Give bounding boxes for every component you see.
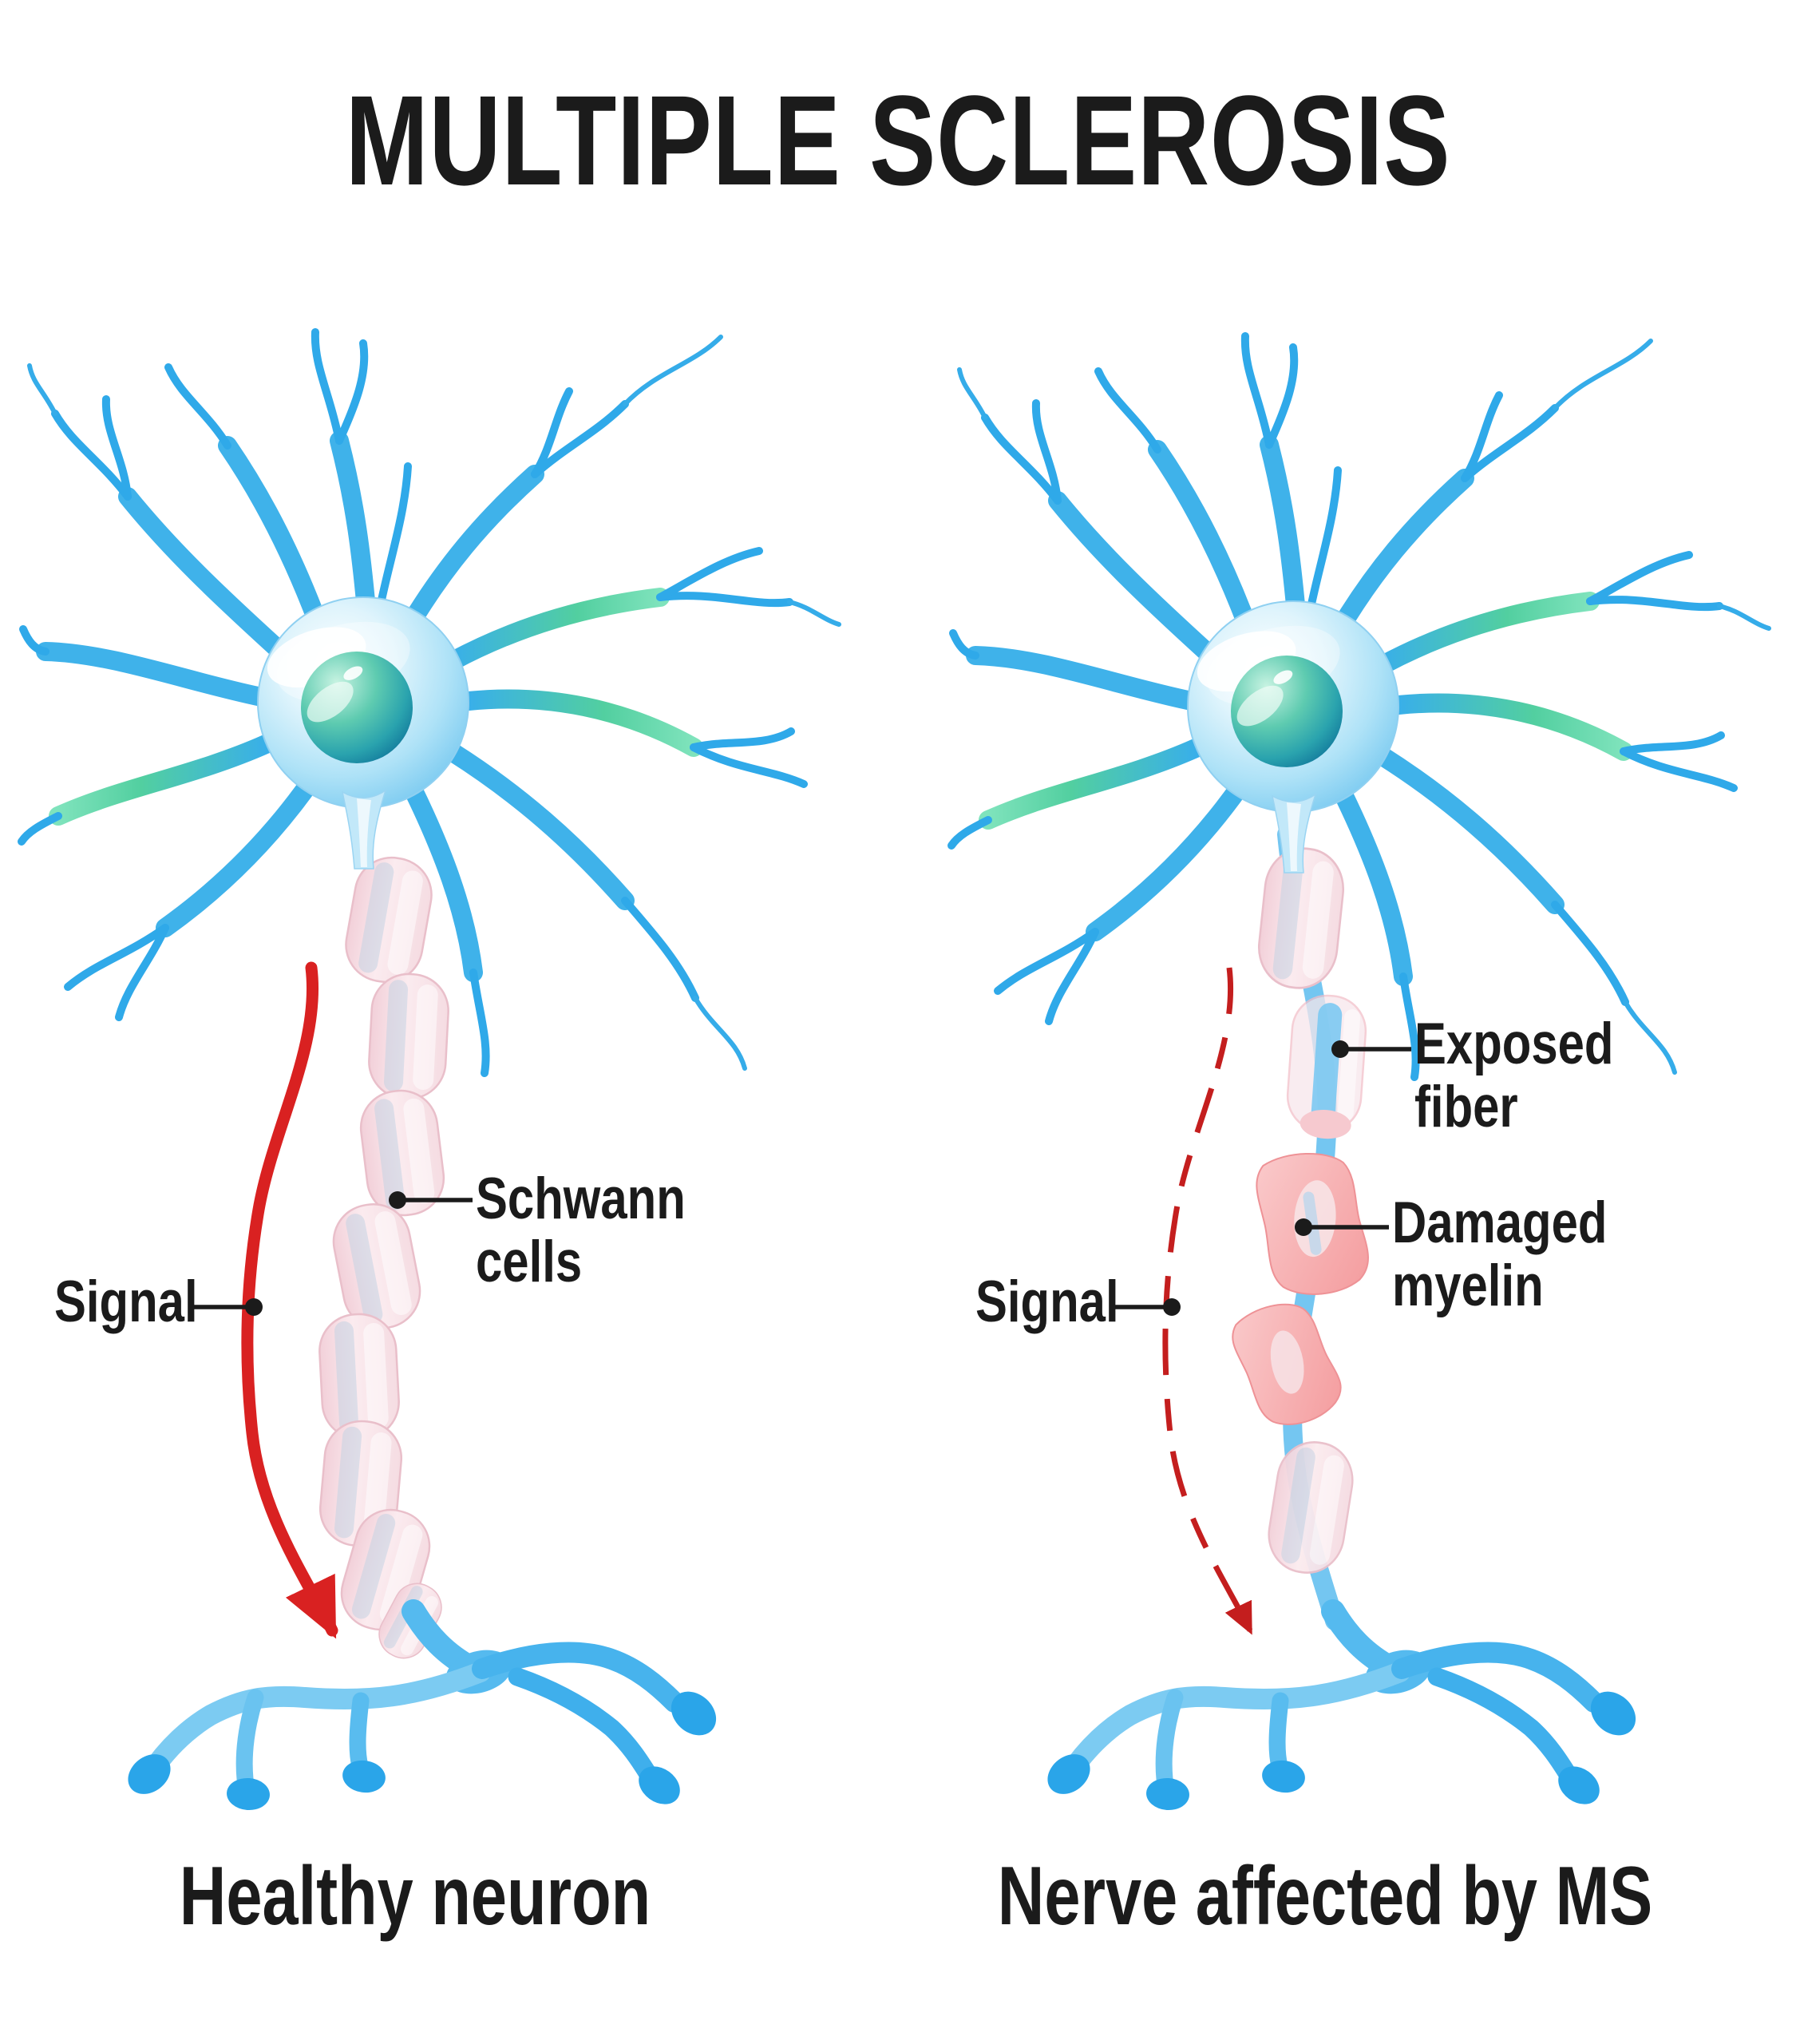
- page-title: MULTIPLE SCLEROSIS: [345, 69, 1451, 212]
- label-schwann-line1: Schwann: [476, 1167, 686, 1231]
- signal-arrow: [241, 961, 338, 1639]
- label-exposed-fiber: Exposed fiber: [1414, 1012, 1613, 1139]
- ms-axon-terminals: [1040, 1611, 1644, 1812]
- ms-axon-myelin-sheath: [1232, 843, 1369, 1579]
- healthy-axon-terminals: [121, 1611, 725, 1812]
- label-damaged-line1: Damaged: [1392, 1190, 1608, 1255]
- healthy-neuron: [22, 332, 839, 1812]
- signal-arrow-dashed: [1162, 967, 1253, 1635]
- label-dot: [1295, 1218, 1312, 1236]
- label-schwann-cells: Schwann cells: [476, 1167, 686, 1293]
- label-exposed-line2: fiber: [1414, 1075, 1518, 1139]
- label-signal-healthy: Signal: [54, 1270, 198, 1334]
- ms-soma-dendrites: [951, 336, 1769, 1077]
- label-signal-ms: Signal: [975, 1270, 1119, 1334]
- label-exposed-line1: Exposed: [1414, 1012, 1614, 1076]
- label-schwann-line2: cells: [476, 1230, 583, 1294]
- label-dot: [389, 1191, 406, 1209]
- damaged-myelin-segment: [1256, 1152, 1369, 1295]
- label-dot: [1163, 1298, 1181, 1316]
- damaged-myelin-segment-2: [1232, 1303, 1342, 1425]
- healthy-axon-myelin-sheath: [316, 850, 452, 1667]
- caption-nerve-affected: Nerve affected by MS: [997, 1850, 1653, 1943]
- label-damaged-myelin: Damaged myelin: [1392, 1191, 1607, 1317]
- healthy-soma-dendrites: [22, 332, 839, 1073]
- label-dot: [1331, 1040, 1349, 1058]
- caption-healthy-neuron: Healthy neuron: [179, 1850, 651, 1943]
- exposed-fiber-segment: [1286, 994, 1367, 1139]
- ms-neuron: [951, 336, 1769, 1812]
- label-damaged-line2: myelin: [1392, 1254, 1544, 1318]
- label-dot: [245, 1298, 263, 1316]
- label-connectors: [193, 1040, 1411, 1316]
